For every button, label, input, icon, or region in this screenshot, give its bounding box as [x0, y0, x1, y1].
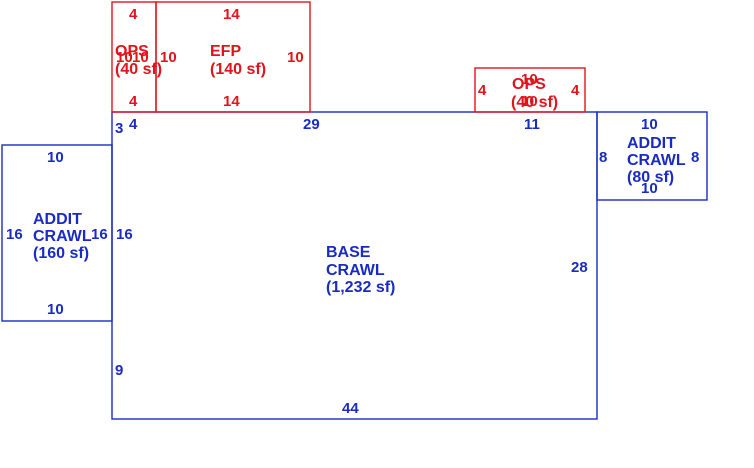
ops-right-dim-left: 4 [478, 82, 487, 99]
ops-right-dim-bottom: 10 [521, 93, 538, 110]
ops-left-area: OPS (40 sf) 4 10 10 4 [111, 1, 162, 113]
efp-label-2: (140 sf) [210, 61, 266, 78]
ops-right-label-1: OPS [512, 76, 546, 93]
ops-right-area: OPS (40 sf) 10 4 4 10 [474, 67, 586, 113]
base-dim-top-mid: 29 [303, 116, 320, 133]
ops-right-outline [474, 67, 586, 113]
ops-right-dim-right: 4 [571, 82, 580, 99]
addit-left-dim-top: 10 [47, 149, 64, 166]
addit-left-label-2: CRAWL [33, 228, 92, 245]
addit-left-dim-bottom: 10 [47, 301, 64, 318]
base-crawl-label-1: BASE [326, 244, 371, 261]
base-dim-left-mid: 16 [116, 226, 133, 243]
addit-left-label-3: (160 sf) [33, 245, 89, 262]
ops-left-label-1: OPS [115, 43, 149, 60]
base-dim-bottom: 44 [342, 400, 359, 417]
addit-right-label-2: CRAWL [627, 152, 686, 169]
addit-right-label-1: ADDIT [627, 135, 676, 152]
addit-crawl-left-outline [1, 144, 113, 322]
base-dim-top-left: 4 [129, 116, 138, 133]
efp-dim-right: 10 [287, 49, 304, 66]
base-dim-left-top: 3 [115, 120, 123, 137]
addit-left-label-1: ADDIT [33, 211, 82, 228]
efp-outline [155, 1, 311, 113]
ops-right-dim-top: 10 [521, 71, 538, 88]
efp-area: EFP (140 sf) 14 10 10 14 [155, 1, 311, 113]
efp-label-1: EFP [210, 43, 241, 60]
efp-dim-left: 10 [160, 49, 177, 66]
addit-right-dim-bottom: 10 [641, 180, 658, 197]
base-dim-right: 28 [571, 259, 588, 276]
ops-right-label-2: (40 sf) [511, 94, 558, 111]
addit-crawl-right-area: ADDIT CRAWL (80 sf) 10 8 8 10 [596, 111, 708, 201]
ops-left-dim-top: 4 [129, 6, 138, 23]
base-crawl-label-3: (1,232 sf) [326, 279, 395, 296]
addit-right-dim-top: 10 [641, 116, 658, 133]
ops-left-label-2: (40 sf) [115, 61, 162, 78]
addit-left-dim-right: 16 [91, 226, 108, 243]
addit-right-label-3: (80 sf) [627, 169, 674, 186]
addit-crawl-left-area: ADDIT CRAWL (160 sf) 10 16 16 10 [1, 144, 113, 322]
ops-left-dim-bottom: 4 [129, 93, 138, 110]
base-crawl-label-2: CRAWL [326, 262, 385, 279]
addit-right-dim-right: 8 [691, 149, 699, 166]
base-crawl-area: BASE CRAWL (1,232 sf) 4 29 11 3 16 9 28 … [111, 111, 598, 420]
base-dim-top-right: 11 [524, 116, 540, 133]
addit-crawl-right-outline [596, 111, 708, 201]
addit-right-dim-left: 8 [599, 149, 607, 166]
efp-dim-bottom: 14 [223, 93, 240, 110]
addit-left-dim-left: 16 [6, 226, 23, 243]
base-dim-left-bottom: 9 [115, 362, 123, 379]
ops-left-dim-left: 10 [116, 49, 133, 66]
efp-dim-top: 14 [223, 6, 240, 23]
ops-left-dim-right: 10 [132, 49, 149, 66]
